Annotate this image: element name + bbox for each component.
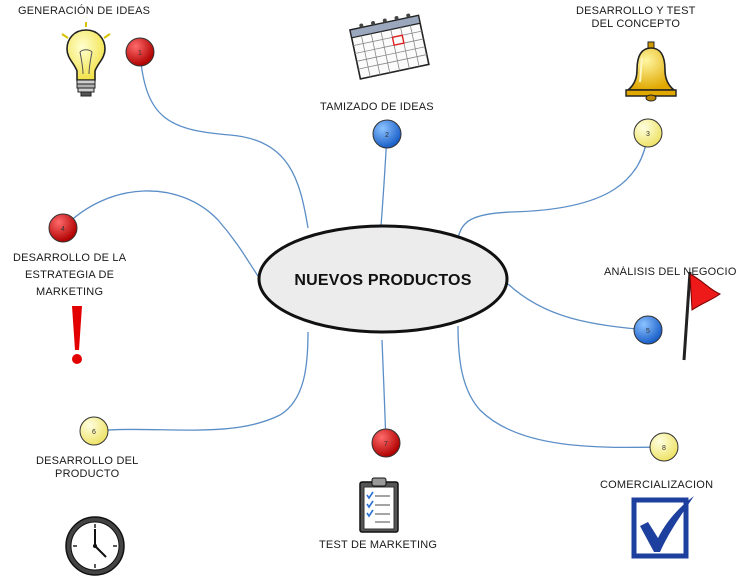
- node-2-number: 2: [385, 132, 389, 139]
- node-6[interactable]: 6: [79, 416, 109, 446]
- node-1-circle: [125, 37, 155, 67]
- node-7[interactable]: 7: [371, 428, 401, 458]
- label-desarrollo-y-test-del-concepto: DESARROLLO Y TEST DEL CONCEPTO: [576, 5, 696, 30]
- label-desarrollo-estrategia-marketing: DESARROLLO DE LA ESTRATEGIA DE MARKETING: [13, 252, 127, 298]
- label-generacion-de-ideas: GENERACIÓN DE IDEAS: [18, 5, 151, 17]
- bell-icon: [625, 41, 677, 102]
- connector-1: [139, 51, 309, 229]
- node-5[interactable]: 5: [633, 315, 663, 345]
- node-8-number: 8: [662, 445, 666, 452]
- node-3-number: 3: [646, 131, 650, 138]
- node-6-number: 6: [92, 429, 96, 436]
- node-5-number: 5: [646, 328, 650, 335]
- red-flag-icon: [682, 271, 722, 361]
- node-1-number: 1: [138, 50, 142, 57]
- connector-6: [93, 331, 309, 432]
- checkbox-icon: [631, 496, 694, 559]
- connector-lines: [62, 51, 665, 449]
- node-2-circle: [372, 119, 402, 149]
- lightbulb-icon: [61, 22, 111, 97]
- label-tamizado-de-ideas: TAMIZADO DE IDEAS: [320, 101, 434, 113]
- calendar-icon: [349, 13, 430, 80]
- connector-3: [457, 132, 649, 239]
- node-1[interactable]: 1: [125, 37, 155, 67]
- exclamation-icon: [72, 306, 82, 364]
- central-topic: NUEVOS PRODUCTOS: [257, 224, 509, 334]
- clock-icon: [65, 516, 125, 576]
- node-4[interactable]: 4: [48, 213, 78, 243]
- node-8[interactable]: 8: [649, 432, 679, 462]
- node-4-number: 4: [61, 226, 65, 233]
- node-6-circle: [79, 416, 109, 446]
- label-desarrollo-del-producto: DESARROLLO DEL PRODUCTO: [36, 455, 139, 480]
- label-comercializacion: COMERCIALIZACION: [600, 479, 714, 491]
- node-4-circle: [48, 213, 78, 243]
- connector-4: [62, 190, 263, 283]
- stage-nodes: 1 2 3 4 5 6 7: [48, 37, 679, 462]
- connector-8: [457, 325, 665, 449]
- node-5-circle: [633, 315, 663, 345]
- central-label: NUEVOS PRODUCTOS: [294, 272, 471, 289]
- clipboard-checklist-icon: [359, 477, 399, 533]
- label-test-de-marketing: TEST DE MARKETING: [319, 539, 438, 551]
- node-7-number: 7: [384, 441, 388, 448]
- node-2[interactable]: 2: [372, 119, 402, 149]
- connector-5: [507, 283, 649, 331]
- node-3[interactable]: 3: [633, 118, 663, 148]
- connector-7: [381, 339, 387, 444]
- node-7-circle: [371, 428, 401, 458]
- node-8-circle: [649, 432, 679, 462]
- central-ellipse: [257, 224, 509, 334]
- node-3-circle: [633, 118, 663, 148]
- label-analisis-del-negocio: ANÁLISIS DEL NEGOCIO: [604, 266, 737, 278]
